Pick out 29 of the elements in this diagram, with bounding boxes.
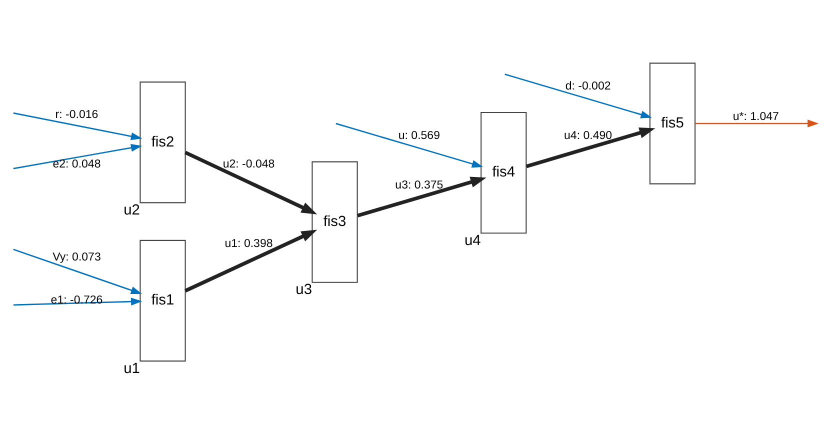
edge-label: u3: 0.375 xyxy=(395,179,444,192)
edge-label: u*: 1.047 xyxy=(732,111,779,124)
arrow xyxy=(504,74,652,118)
edge-label: e2: 0.048 xyxy=(52,158,101,170)
arrow xyxy=(13,248,142,294)
edge-label: u1: 0.398 xyxy=(224,238,273,250)
arrow xyxy=(526,127,656,168)
node-box: fis2 xyxy=(140,82,186,204)
edge-label: r: -0.016 xyxy=(55,109,98,122)
edge-label: d: -0.002 xyxy=(565,80,611,93)
node-label: u2 xyxy=(124,202,140,218)
arrow xyxy=(357,176,486,218)
node-box: fis3 xyxy=(312,161,358,283)
arrow xyxy=(184,230,318,292)
node-label: u4 xyxy=(464,232,481,249)
arrow xyxy=(184,150,318,214)
arrow xyxy=(336,122,484,168)
node-box: fis4 xyxy=(480,112,527,234)
edge-label: Vy: 0.073 xyxy=(52,252,101,264)
edge-label: u2: -0.048 xyxy=(222,158,275,170)
edge-label: u4: 0.490 xyxy=(564,130,612,142)
edge-label: u: 0.569 xyxy=(398,130,440,142)
node-box: fis1 xyxy=(140,240,186,362)
node-box: fis5 xyxy=(649,62,696,184)
arrow xyxy=(13,112,142,140)
node-label: u3 xyxy=(296,282,312,298)
node-label: u1 xyxy=(124,360,140,377)
arrow xyxy=(695,120,819,128)
arrow xyxy=(13,144,142,170)
